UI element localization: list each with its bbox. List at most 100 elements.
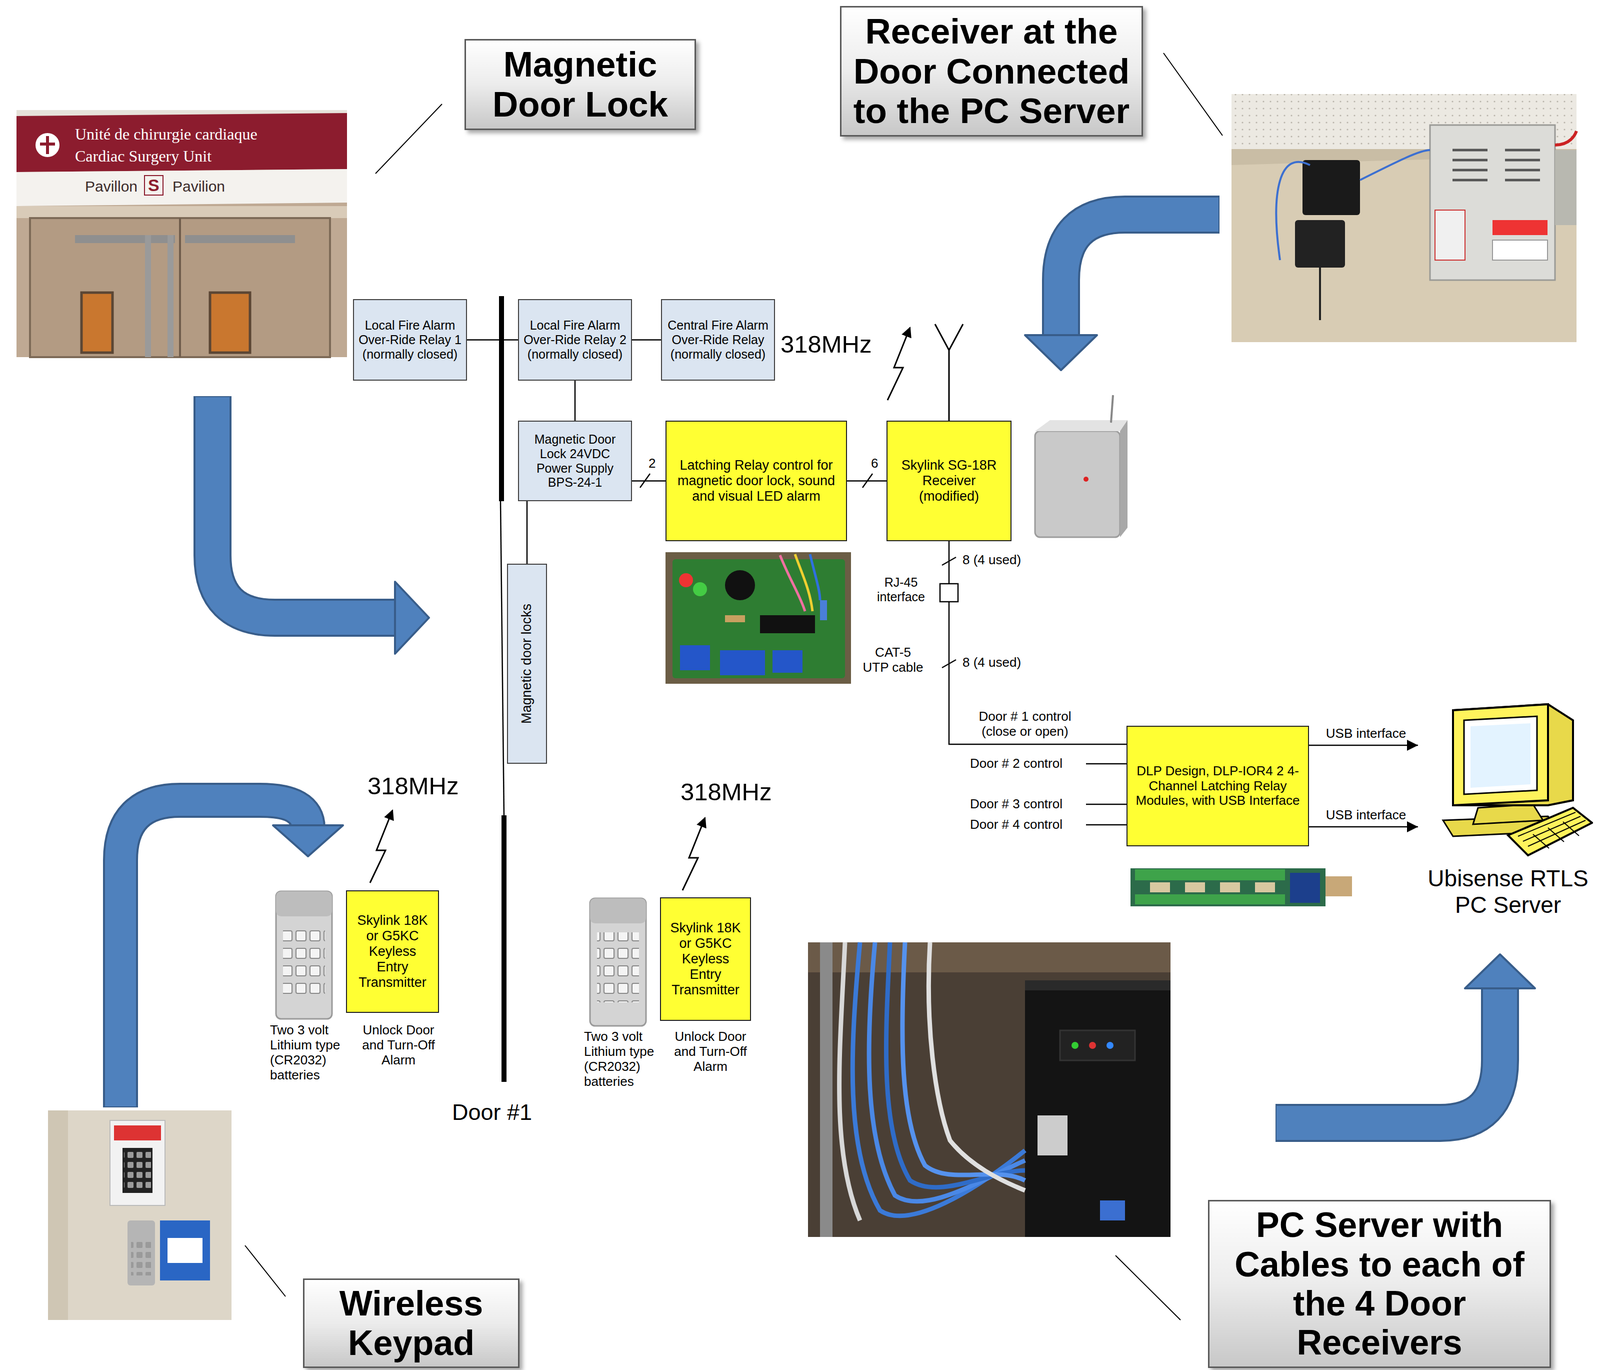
circuit-board-photo [772, 650, 803, 673]
antenna-symbol [935, 324, 963, 421]
circuit-board-photo [693, 582, 707, 596]
frequency-label: 318MHz [780, 330, 872, 358]
box-text: Skylink SG-18R Receiver (modified) [892, 457, 1006, 504]
receiver-photo [1505, 169, 1540, 172]
circuit-board-photo [820, 600, 827, 620]
leader-line [1163, 53, 1223, 136]
bus-slash [942, 557, 956, 565]
receiver-device-image [1083, 476, 1089, 482]
box-text: Local Fire Alarm Over-Ride Relay 2 (norm… [521, 318, 629, 361]
pointer-arrow [1276, 986, 1500, 1123]
pc-photo [820, 942, 833, 1237]
sign-text: Cardiac Surgery Unit [75, 147, 212, 166]
receiver-photo [1231, 94, 1577, 342]
cable-label: CAT-5 UTP cable [861, 645, 925, 675]
sign-text: Unité de chirurgie cardiaque [75, 125, 258, 144]
computer-icon [1453, 704, 1548, 805]
pc-photo [839, 942, 860, 1220]
receiver-device-image [1035, 395, 1128, 537]
rf-signal-symbol [682, 817, 705, 890]
relay-module-photo [1185, 882, 1205, 892]
wire-count: 8 (4 used) [962, 655, 1021, 670]
computer-icon [1518, 812, 1586, 848]
receiver-photo [1505, 179, 1540, 182]
keypad-photo [48, 1110, 232, 1320]
circuit-board-photo [760, 615, 815, 633]
pc-photo [852, 942, 1025, 1216]
receiver-photo [1430, 125, 1555, 280]
door-photo [16, 110, 347, 357]
leader-line [1115, 1255, 1181, 1320]
pc-photo [1060, 1030, 1135, 1060]
pointer-arrow [273, 825, 343, 856]
keypad-photo [131, 1240, 151, 1275]
rf-signal-symbol [370, 810, 393, 883]
relay-module-photo [1130, 868, 1326, 906]
receiver-photo [1505, 159, 1540, 162]
connector [949, 541, 1127, 744]
relay-module-photo [1150, 882, 1170, 892]
relay-module-box: DLP Design, DLP-IOR4 2 4-Channel Latchin… [1126, 725, 1309, 846]
signal-label: Door # 4 control [970, 817, 1063, 832]
pc-photo [808, 942, 1171, 972]
connector [632, 480, 666, 482]
receiver-photo [1452, 150, 1540, 180]
receiver-device-image [1035, 431, 1120, 537]
door-photo [16, 113, 347, 172]
transmitter-image [276, 891, 332, 1019]
pc-photo [869, 942, 1025, 1201]
receiver-photo [1360, 150, 1430, 180]
leader-line [375, 104, 442, 174]
box-text: Magnetic Door Lock 24VDC Power Supply BP… [521, 432, 629, 490]
pointer-arrow [1275, 986, 1500, 1123]
receiver-photo [1276, 162, 1311, 260]
circuit-board-photo [810, 554, 820, 600]
frequency-label: 318MHz [680, 777, 772, 806]
wire-count: 8 (4 used) [962, 552, 1021, 568]
door-photo [30, 218, 330, 357]
control-wire [1086, 803, 1127, 805]
door-leaf [501, 815, 507, 1082]
signal-label: Door # 2 control [970, 756, 1063, 771]
circuit-board-photo [680, 645, 710, 670]
connector [467, 339, 518, 341]
circuit-board-photo [780, 555, 805, 611]
pointer-arrow [120, 214, 1535, 1123]
door-photo [35, 133, 60, 157]
pointer-arrow [1061, 214, 1220, 338]
pc-photo [1037, 1115, 1068, 1155]
pointer-arrow [212, 397, 398, 618]
keypad-photo [114, 1125, 161, 1140]
pc-photo [808, 942, 1171, 1237]
door-photo [179, 218, 181, 357]
door-photo [16, 169, 347, 206]
connector [632, 339, 661, 341]
signal-label: Door # 3 control [970, 796, 1063, 812]
circuit-board-photo [665, 552, 851, 684]
receiver-photo [1505, 149, 1540, 152]
box-text: Skylink 18K or G5KC Keyless Entry Transm… [352, 912, 433, 990]
bus-slash [640, 473, 650, 488]
control-board-box: Latching Relay control for magnetic door… [665, 420, 847, 541]
door-photo [145, 235, 151, 357]
circuit-board-photo [725, 570, 755, 600]
pointer-arrow [1465, 954, 1535, 988]
computer-icon [1453, 704, 1573, 805]
computer-icon [1473, 804, 1543, 824]
box-text: Local Fire Alarm Over-Ride Relay 1 (norm… [356, 318, 464, 361]
pointer-arrow [395, 581, 429, 654]
callout-box: PC Server with Cables to each of the 4 D… [1208, 1199, 1551, 1368]
door-leaf [499, 296, 504, 501]
transmitter-box: Skylink 18K or G5KC Keyless Entry Transm… [660, 897, 751, 1021]
relay-box: Local Fire Alarm Over-Ride Relay 2 (norm… [518, 299, 632, 381]
circuit-board-photo [725, 615, 745, 622]
door-photo [16, 206, 347, 218]
computer-icon [1508, 807, 1592, 855]
pc-photo [902, 942, 1025, 1180]
door-label: Door #1 [452, 1099, 532, 1125]
transmitter-image [590, 898, 646, 923]
door-photo [185, 235, 295, 243]
callout-box: Receiver at the Door Connected to the PC… [840, 6, 1143, 137]
